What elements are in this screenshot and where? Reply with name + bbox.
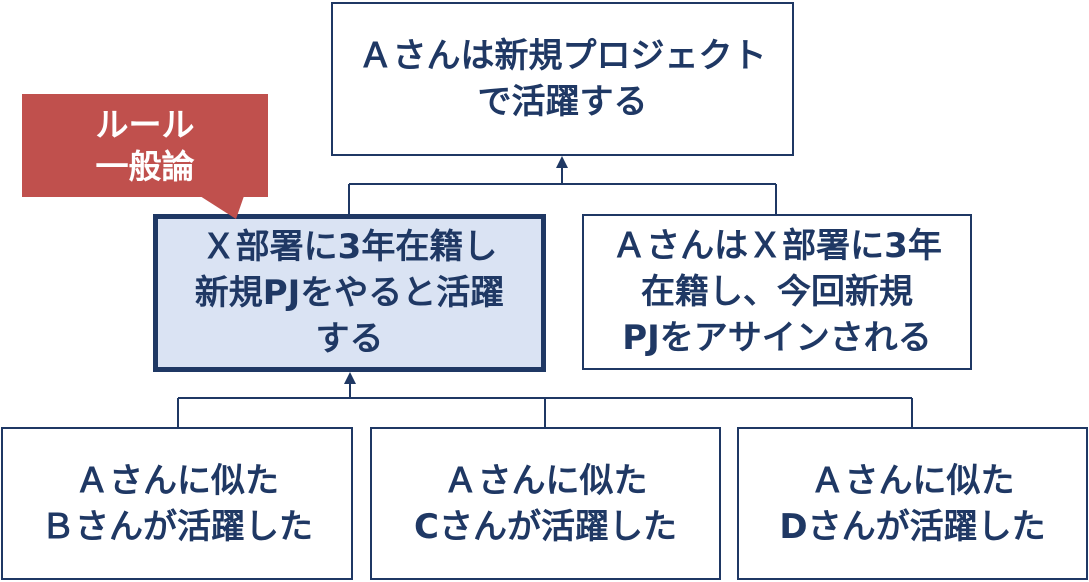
evidence-c-line-2: Cさんが活躍した (414, 506, 677, 547)
fact-line-2: 在籍し、今回新規 (641, 272, 913, 312)
rule-line-3: する (315, 319, 384, 359)
conclusion-line-1: Ａさんは新規プロジェクト (358, 36, 767, 76)
rule-box: Ｘ部署に3年在籍し 新規PJをやると活躍 する (153, 214, 546, 372)
callout-line-2: 一般論 (95, 146, 195, 186)
conclusion-line-2: で活躍する (477, 82, 648, 122)
fact-line-1: ＡさんはＸ部署に3年 (612, 226, 942, 266)
evidence-box-d: Ａさんに似た Dさんが活躍した (737, 427, 1088, 580)
rule-line-2: 新規PJをやると活躍 (194, 273, 505, 313)
evidence-d-line-1: Ａさんに似た (810, 460, 1015, 501)
callout-line-1: ルール (95, 104, 195, 144)
evidence-box-c: Ａさんに似た Cさんが活躍した (370, 427, 721, 580)
conclusion-box: Ａさんは新規プロジェクト で活躍する (331, 2, 794, 156)
fact-box: ＡさんはＸ部署に3年 在籍し、今回新規 PJをアサインされる (582, 214, 972, 370)
evidence-c-line-1: Ａさんに似た (443, 460, 648, 501)
evidence-b-line-1: Ａさんに似た (75, 460, 279, 501)
evidence-b-line-2: Ｂさんが活躍した (41, 506, 313, 547)
evidence-box-b: Ａさんに似た Ｂさんが活躍した (1, 427, 353, 580)
arrowhead-up-rule (344, 372, 356, 384)
arrowhead-up-conclusion (556, 156, 568, 168)
fact-line-3: PJをアサインされる (622, 318, 932, 358)
evidence-d-line-2: Dさんが活躍した (779, 506, 1046, 547)
rule-line-1: Ｘ部署に3年在籍し (201, 227, 498, 267)
rule-callout: ルール 一般論 (22, 94, 268, 197)
